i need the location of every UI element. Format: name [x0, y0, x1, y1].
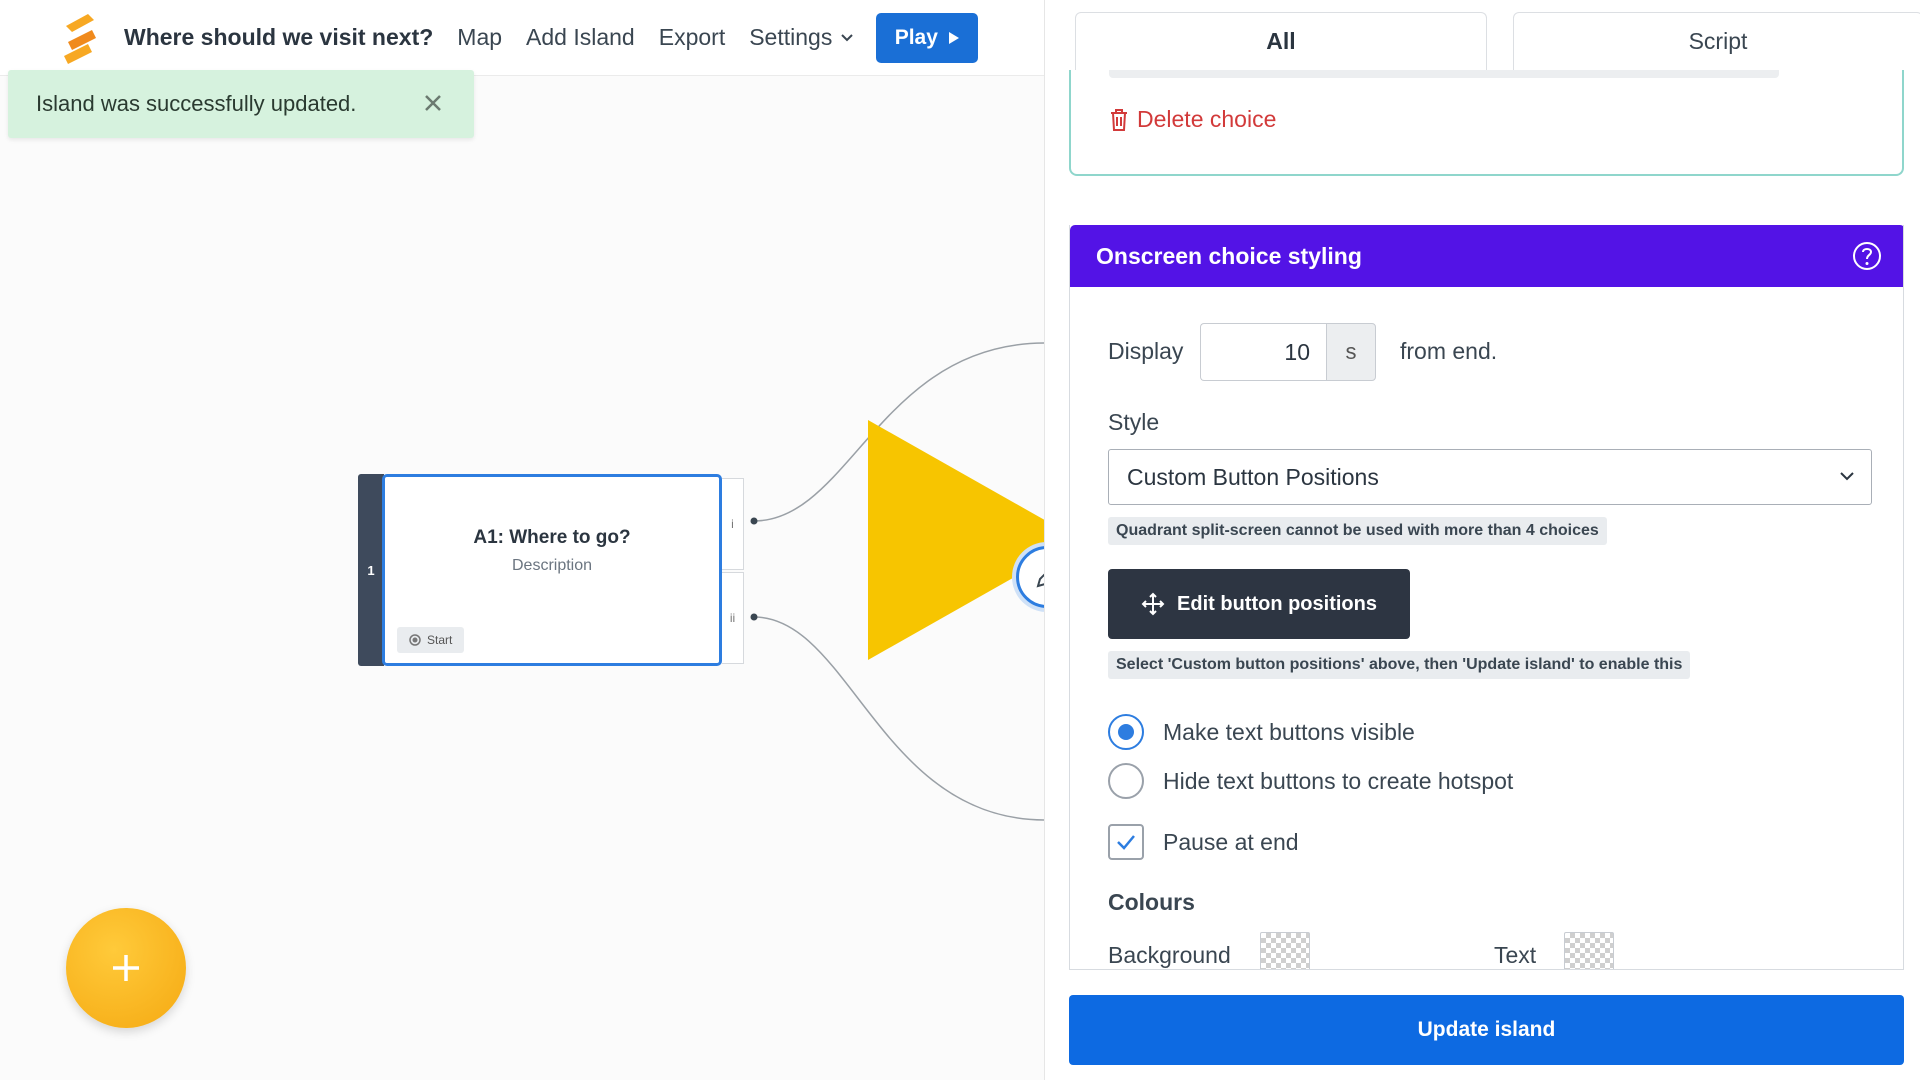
delete-choice-button[interactable]: Delete choice [1109, 106, 1276, 133]
onscreen-choice-styling-card: Onscreen choice styling Display s from e… [1069, 225, 1904, 970]
success-toast: Island was successfully updated. [8, 70, 474, 138]
chevron-down-icon [841, 33, 854, 41]
nav-map[interactable]: Map [457, 24, 503, 50]
play-button-label: Play [894, 25, 938, 49]
node-card[interactable]: A1: Where to go? Description Start [382, 474, 722, 666]
video-play-overlay-icon[interactable] [868, 420, 1045, 660]
map-editor: Where should we visit next? Map Add Isla… [0, 0, 1045, 1080]
background-colour-swatch[interactable] [1260, 932, 1310, 969]
nav-export[interactable]: Export [658, 24, 726, 50]
background-colour-label: Background [1108, 942, 1231, 968]
top-bar: Where should we visit next? Map Add Isla… [0, 0, 1044, 76]
question-circle-icon[interactable] [1851, 240, 1883, 272]
project-title: Where should we visit next? [124, 24, 434, 50]
nav-settings-label: Settings [749, 24, 833, 50]
node-title: A1: Where to go? [473, 527, 631, 548]
pencil-icon [1036, 573, 1044, 588]
style-selected-value: Custom Button Positions [1127, 463, 1379, 490]
play-icon [948, 31, 959, 44]
pause-at-end-checkbox[interactable] [1108, 824, 1144, 860]
chevron-down-icon [1840, 472, 1854, 481]
properties-panel: All Script Delete choice Onscreen choice… [1045, 0, 1920, 1080]
start-label: Start [427, 633, 453, 647]
styling-title: Onscreen choice styling [1096, 242, 1362, 269]
display-label: Display [1108, 338, 1184, 364]
radio-hide-hotspot[interactable] [1108, 763, 1144, 799]
delete-choice-label: Delete choice [1137, 106, 1277, 132]
choice-faded-field [1109, 70, 1779, 78]
node-index: 1 [358, 474, 384, 666]
tab-all[interactable]: All [1075, 12, 1487, 70]
update-island-button[interactable]: Update island [1069, 995, 1904, 1065]
stack-logo-icon[interactable] [58, 12, 102, 64]
node-port-1[interactable]: i [722, 478, 744, 570]
trash-icon [1111, 108, 1127, 131]
colours-heading: Colours [1108, 889, 1195, 915]
tab-script[interactable]: Script [1513, 12, 1920, 70]
display-suffix: from end. [1400, 338, 1498, 364]
toast-message: Island was successfully updated. [36, 91, 357, 116]
nav-add-island[interactable]: Add Island [526, 24, 635, 50]
style-select[interactable]: Custom Button Positions [1108, 449, 1872, 505]
checkmark-icon [1117, 835, 1135, 850]
island-node[interactable]: 1 A1: Where to go? Description Start i i… [358, 474, 744, 666]
display-unit: s [1326, 323, 1376, 381]
style-hint: Quadrant split-screen cannot be used wit… [1108, 517, 1607, 545]
style-label: Style [1108, 409, 1160, 435]
edit-button-positions-label: Edit button positions [1177, 592, 1377, 615]
edit-positions-hint: Select 'Custom button positions' above, … [1108, 651, 1691, 679]
node-port-2[interactable]: ii [722, 572, 744, 664]
display-seconds-input[interactable] [1200, 323, 1326, 381]
plus-icon [113, 955, 139, 981]
pause-at-end-label: Pause at end [1163, 829, 1299, 855]
radio-make-visible-label: Make text buttons visible [1163, 719, 1415, 745]
close-icon[interactable] [422, 92, 444, 114]
text-colour-swatch[interactable] [1564, 932, 1614, 969]
play-button[interactable]: Play [876, 12, 979, 63]
nav-settings[interactable]: Settings [749, 24, 854, 51]
choice-card: Delete choice [1069, 70, 1904, 176]
start-dot-icon [409, 634, 421, 646]
start-badge: Start [397, 627, 465, 653]
styling-header: Onscreen choice styling [1070, 225, 1903, 287]
radio-make-visible[interactable] [1108, 714, 1144, 750]
node-description: Description [511, 557, 593, 574]
move-arrows-icon [1141, 592, 1165, 616]
radio-hide-hotspot-label: Hide text buttons to create hotspot [1163, 768, 1514, 794]
text-colour-label: Text [1494, 942, 1537, 968]
add-island-fab[interactable] [66, 908, 186, 1028]
edit-button-positions-button[interactable]: Edit button positions [1108, 569, 1410, 639]
